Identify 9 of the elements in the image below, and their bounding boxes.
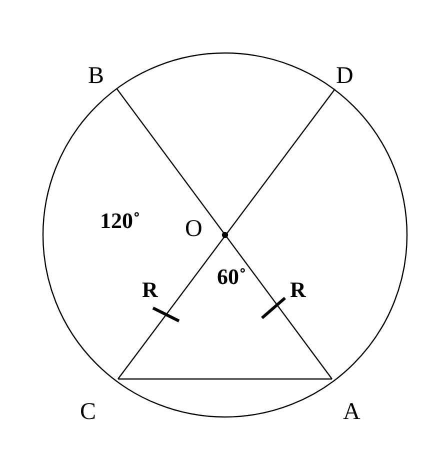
point-label: R [142,279,158,301]
point-label: O [185,217,202,241]
point-label: 120˚ [100,210,140,232]
point-label: D [336,64,354,88]
point-label: B [88,64,104,88]
point-label: C [80,400,96,424]
point-label: A [343,400,360,424]
point-label: R [290,279,306,301]
point-label: 60˚ [217,266,246,288]
